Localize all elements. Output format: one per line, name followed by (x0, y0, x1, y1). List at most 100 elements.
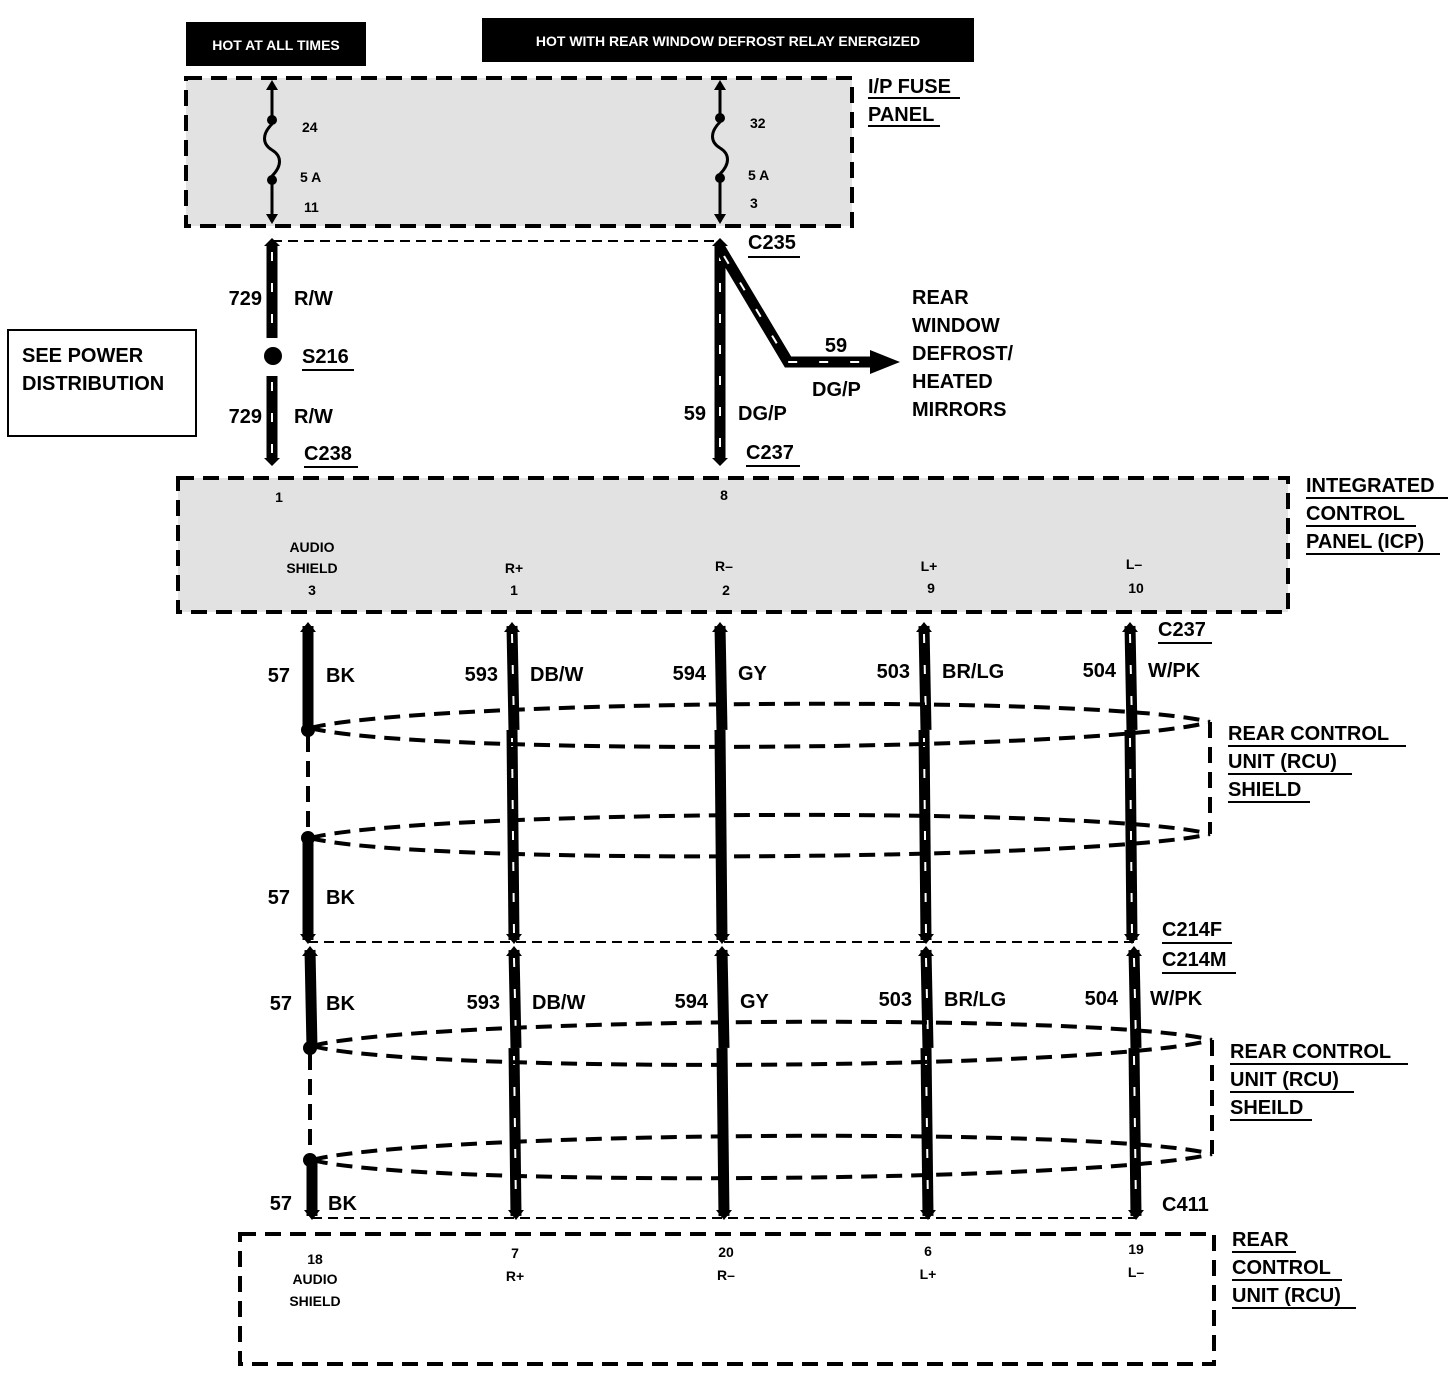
icp-pin-name: SHIELD (286, 560, 337, 576)
upper-bundle-wire (918, 625, 932, 731)
connector-c411-label: C411 (1162, 1194, 1209, 1216)
splice-s216-dot (264, 347, 282, 365)
upper-shield-label-line2: UNIT (RCU) (1228, 751, 1337, 773)
rcu-pin-list: 18 AUDIO SHIELD 7 R+ 20 R– 6 L+ 19 L– (289, 1241, 1144, 1309)
lower-wire-circuit: 57 (270, 993, 292, 1015)
wire-59-branch-circuit: 59 (825, 335, 847, 357)
lower-ground-color: BK (328, 1193, 357, 1215)
lower-wire-terminal (1128, 1210, 1144, 1220)
lower-shield-label-line1: REAR CONTROL (1230, 1041, 1391, 1063)
rcu-pin-number: 19 (1128, 1241, 1144, 1257)
icp-pin-number: 1 (510, 582, 518, 598)
lower-wire-circuit: 594 (675, 991, 709, 1013)
fuse-24-rating: 5 A (300, 169, 321, 185)
upper-ground-circuit: 57 (268, 887, 290, 909)
lower-bundle-wire (716, 1047, 730, 1217)
upper-wire-stripe (1129, 737, 1133, 935)
defrost-dest-line1: REAR (912, 287, 969, 309)
upper-wire-stripe (923, 737, 927, 935)
upper-bundle-wire (506, 625, 520, 731)
lower-shield-label-line2: UNIT (RCU) (1230, 1069, 1339, 1091)
rcu-pin-number: 18 (307, 1251, 323, 1267)
icp-pin-number: 10 (1128, 580, 1144, 596)
lower-wire-color: DB/W (532, 992, 585, 1014)
bundle-wire-layer (300, 622, 1144, 1220)
fuse-panel-box (184, 76, 854, 228)
lower-ground-circuit: 57 (270, 1193, 292, 1215)
header-hot-with-defrost: HOT WITH REAR WINDOW DEFROST RELAY ENERG… (482, 18, 974, 62)
rcu-pin-name: L+ (920, 1266, 937, 1282)
lower-bundle-wire (1128, 1047, 1142, 1217)
icp-pin-list: AUDIO SHIELD 3 R+ 1 R– 2 L+ 9 L– 10 (286, 539, 1144, 598)
upper-wire-terminal (300, 622, 316, 632)
upper-wire-terminal (1124, 934, 1140, 944)
rcu-pin-name: SHIELD (289, 1293, 340, 1309)
wire-729-bottom-color: R/W (294, 406, 333, 428)
wire-729-bottom-circuit: 729 (229, 406, 262, 428)
wire-59-color: DG/P (738, 403, 787, 425)
upper-wire-circuit: 593 (465, 664, 498, 686)
upper-wire-terminal (506, 934, 522, 944)
rcu-pin-number: 7 (511, 1245, 519, 1261)
wire-59-circuit: 59 (684, 403, 706, 425)
defrost-dest-line2: WINDOW (912, 315, 1000, 337)
upper-wire-color: BK (326, 665, 355, 687)
connector-c237-upper-label: C237 (746, 442, 794, 464)
icp-pin-power: 1 (275, 489, 283, 505)
header-hot-with-defrost-text: HOT WITH REAR WINDOW DEFROST RELAY ENERG… (536, 33, 920, 49)
fuse-32: 32 5 A 3 (711, 80, 769, 224)
icp-pin-number: 9 (927, 580, 935, 596)
upper-shield-label-line1: REAR CONTROL (1228, 723, 1389, 745)
lower-wire-stripe (1133, 957, 1137, 1043)
lower-wire-terminal (302, 946, 318, 956)
lower-wire-terminal (508, 1210, 524, 1220)
connector-c235-label: C235 (748, 232, 796, 254)
defrost-dest-line3: DEFROST/ (912, 343, 1014, 365)
upper-wire-terminal (504, 622, 520, 632)
wire-59: 59 DG/P 59 DG/P C237 (684, 238, 900, 467)
lower-wire-terminal (506, 946, 522, 956)
wire-729-top-circuit: 729 (229, 288, 262, 310)
rcu-pin-name: AUDIO (292, 1271, 337, 1287)
icp-pin-name: L+ (921, 558, 938, 574)
upper-wire-color: W/PK (1148, 660, 1201, 682)
lower-wire-terminal (714, 946, 730, 956)
rcu-pin-number: 6 (924, 1243, 932, 1259)
rcu-box (238, 1232, 1216, 1366)
icp-label-line3: PANEL (ICP) (1306, 531, 1424, 553)
fuse-panel-label-line2: PANEL (868, 104, 934, 126)
lower-wire-circuit: 504 (1085, 988, 1119, 1010)
header-hot-at-all-times: HOT AT ALL TIMES (186, 22, 366, 66)
icp-label-line1: INTEGRATED (1306, 475, 1435, 497)
lower-wire-stripe (925, 957, 929, 1043)
fuse-24: 24 5 A 11 (263, 80, 321, 224)
upper-shield-label-line3: SHIELD (1228, 779, 1301, 801)
lower-wire-color: W/PK (1150, 988, 1203, 1010)
upper-wire-circuit: 57 (268, 665, 290, 687)
wire-59-branch-color: DG/P (812, 379, 861, 401)
icp-label-line2: CONTROL (1306, 503, 1405, 525)
wire-729-top-color: R/W (294, 288, 333, 310)
upper-ground-color: BK (326, 887, 355, 909)
fuse-panel-label: I/P FUSE PANEL (868, 76, 960, 127)
connector-c214f-label: C214F (1162, 919, 1222, 941)
connector-c238-label: C238 (304, 443, 352, 465)
lower-shield (303, 1019, 1214, 1181)
lower-bundle-wire (716, 949, 730, 1049)
upper-wire-terminal (1122, 622, 1138, 632)
defrost-dest-line5: MIRRORS (912, 399, 1006, 421)
lower-wire-circuit: 503 (879, 989, 912, 1011)
icp-pin-name: L– (1126, 556, 1143, 572)
upper-wire-terminal (300, 934, 316, 944)
lower-shield-label-line3: SHEILD (1230, 1097, 1303, 1119)
icp-pin-number: 2 (722, 582, 730, 598)
rcu-label-line1: REAR (1232, 1229, 1289, 1251)
rcu-label: REAR CONTROL UNIT (RCU) (1232, 1229, 1356, 1309)
lower-wire-terminal (918, 946, 934, 956)
lower-wire-terminal (920, 1210, 936, 1220)
upper-wire-terminal (916, 622, 932, 632)
icp-pin-defrost: 8 (720, 487, 728, 503)
fuse-32-pin: 3 (750, 195, 758, 211)
upper-wire-circuit: 503 (877, 661, 910, 683)
